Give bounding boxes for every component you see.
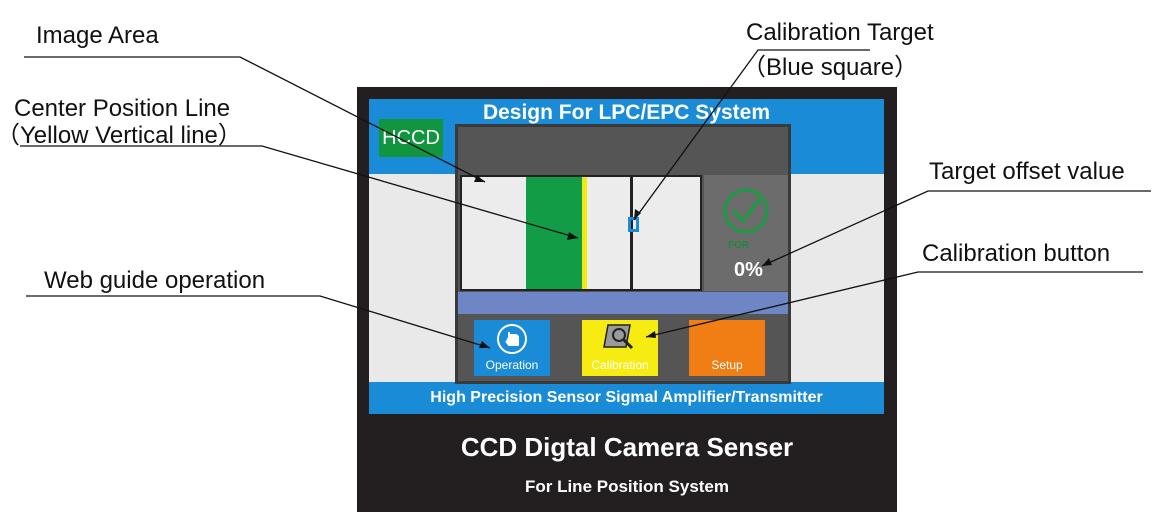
device-screen: Design For LPC/EPC System HCCD High Prec… bbox=[369, 99, 884, 414]
device-title: CCD Digtal Camera Senser bbox=[460, 432, 794, 462]
panel-tag: FOR bbox=[728, 240, 750, 251]
label-image-area: Image Area bbox=[36, 22, 159, 49]
device-subtitle: For Line Position System bbox=[524, 477, 730, 496]
operation-button[interactable]: Operation bbox=[474, 320, 550, 376]
control-dialog: FOR 0% Operation Calibration bbox=[455, 124, 791, 384]
image-area bbox=[460, 175, 702, 291]
target-offset-value: 0% bbox=[734, 259, 763, 281]
hccd-badge: HCCD bbox=[379, 119, 443, 157]
label-center-line-note: （Yellow Vertical line） bbox=[0, 122, 242, 149]
calibration-button[interactable]: Calibration bbox=[582, 320, 658, 376]
label-calibration-target: Calibration Target bbox=[746, 19, 934, 46]
label-center-position-line: Center Position Line bbox=[14, 95, 231, 122]
label-target-offset-value: Target offset value bbox=[929, 158, 1125, 185]
position-slider-bar[interactable] bbox=[458, 292, 788, 314]
target-offset-panel: FOR 0% bbox=[704, 175, 788, 291]
magnifier-icon bbox=[603, 324, 634, 350]
label-calibration-button: Calibration button bbox=[922, 240, 1111, 267]
screen-title: Design For LPC/EPC System bbox=[482, 101, 771, 124]
check-circle-icon bbox=[723, 188, 769, 234]
hand-pointer-icon bbox=[497, 324, 527, 354]
calibration-button-label: Calibration bbox=[591, 358, 649, 372]
screen-footer: High Precision Sensor Sigmal Amplifier/T… bbox=[369, 382, 884, 414]
image-divider bbox=[630, 177, 633, 289]
center-position-line bbox=[582, 177, 587, 289]
label-web-guide-operation: Web guide operation bbox=[44, 267, 266, 294]
operation-button-label: Operation bbox=[485, 358, 539, 372]
setup-button-label: Setup bbox=[711, 358, 743, 372]
label-calibration-target-note: （Blue square） bbox=[742, 54, 919, 81]
setup-button[interactable]: Setup bbox=[689, 320, 765, 376]
ccd-sensor-device: Design For LPC/EPC System HCCD High Prec… bbox=[357, 87, 897, 512]
web-edge-band bbox=[526, 177, 582, 289]
calibration-target-square[interactable] bbox=[628, 217, 639, 232]
